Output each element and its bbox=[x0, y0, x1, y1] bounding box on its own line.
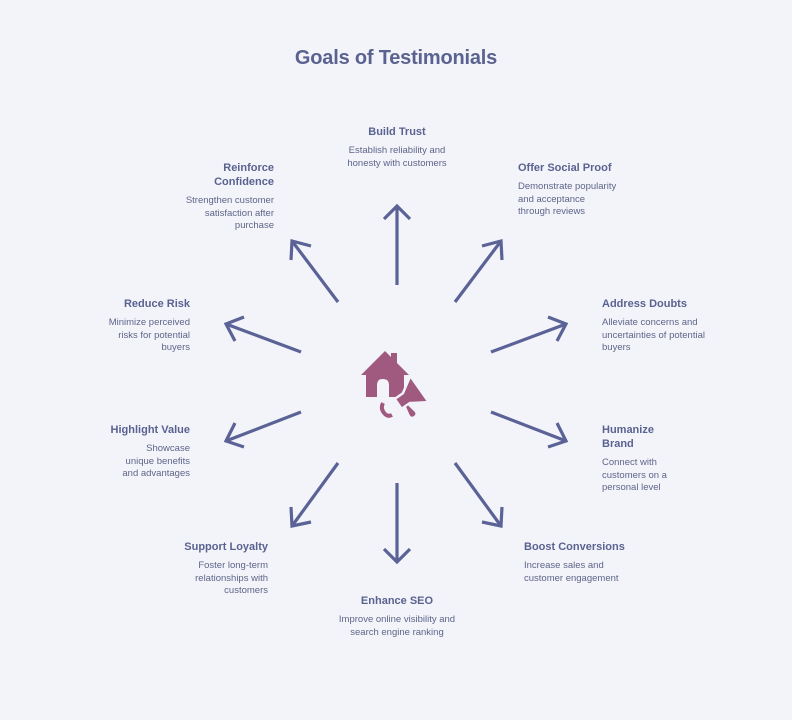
goal-description: Foster long-term relationships with cust… bbox=[195, 560, 268, 596]
arrow-up-icon bbox=[382, 203, 412, 285]
goal-title: Reinforce Confidence bbox=[214, 162, 274, 188]
arrow-up-right-icon bbox=[453, 238, 504, 303]
goal-title: Enhance SEO bbox=[360, 595, 434, 607]
goal-humanize-brand: Humanize Brand Connect with customers on… bbox=[602, 423, 682, 495]
goal-description: Showcase unique benefits and advantages bbox=[122, 443, 190, 479]
goal-title: Build Trust bbox=[368, 126, 426, 138]
goal-description: Establish reliability and honesty with c… bbox=[347, 145, 447, 169]
goal-title: Highlight Value bbox=[110, 424, 190, 436]
goal-description: Improve online visibility and search eng… bbox=[338, 614, 456, 638]
goal-offer-social-proof: Offer Social Proof Demonstrate popularit… bbox=[518, 161, 618, 219]
arrow-right-down-icon bbox=[490, 410, 569, 449]
arrow-down-icon bbox=[382, 483, 412, 565]
arrow-down-right-icon bbox=[453, 462, 504, 528]
goal-title: Reduce Risk bbox=[123, 298, 190, 310]
arrow-left-up-icon bbox=[223, 315, 302, 354]
arrow-left-down-icon bbox=[223, 410, 302, 449]
goal-title: Offer Social Proof bbox=[518, 162, 612, 174]
goal-title: Boost Conversions bbox=[524, 541, 625, 553]
diagram-title: Goals of Testimonials bbox=[294, 47, 498, 69]
goal-description: Alleviate concerns and uncertainties of … bbox=[602, 317, 705, 353]
goal-reinforce-confidence: Reinforce Confidence Strengthen customer… bbox=[174, 161, 274, 233]
goal-title: Support Loyalty bbox=[184, 541, 268, 553]
goal-description: Strengthen customer satisfaction after p… bbox=[185, 195, 274, 231]
goal-title: Address Doubts bbox=[602, 298, 687, 310]
goal-enhance-seo: Enhance SEO Improve online visibility an… bbox=[337, 594, 457, 639]
arrow-right-up-icon bbox=[490, 315, 569, 354]
goal-description: Increase sales and customer engagement bbox=[524, 560, 619, 584]
arrow-up-left-icon bbox=[289, 238, 340, 303]
goal-title: Humanize Brand bbox=[602, 424, 654, 450]
goal-build-trust: Build Trust Establish reliability and ho… bbox=[327, 125, 467, 170]
hub-house-megaphone-icon bbox=[358, 345, 438, 420]
goal-description: Minimize perceived risks for potential b… bbox=[108, 317, 190, 353]
goal-support-loyalty: Support Loyalty Foster long-term relatio… bbox=[178, 540, 268, 598]
goal-reduce-risk: Reduce Risk Minimize perceived risks for… bbox=[95, 297, 190, 355]
goal-description: Connect with customers on a personal lev… bbox=[602, 457, 667, 493]
goal-highlight-value: Highlight Value Showcase unique benefits… bbox=[100, 423, 190, 481]
goal-address-doubts: Address Doubts Alleviate concerns and un… bbox=[602, 297, 710, 355]
goal-description: Demonstrate popularity and acceptance th… bbox=[518, 181, 617, 217]
arrow-down-left-icon bbox=[289, 462, 340, 528]
goal-boost-conversions: Boost Conversions Increase sales and cus… bbox=[524, 540, 634, 585]
